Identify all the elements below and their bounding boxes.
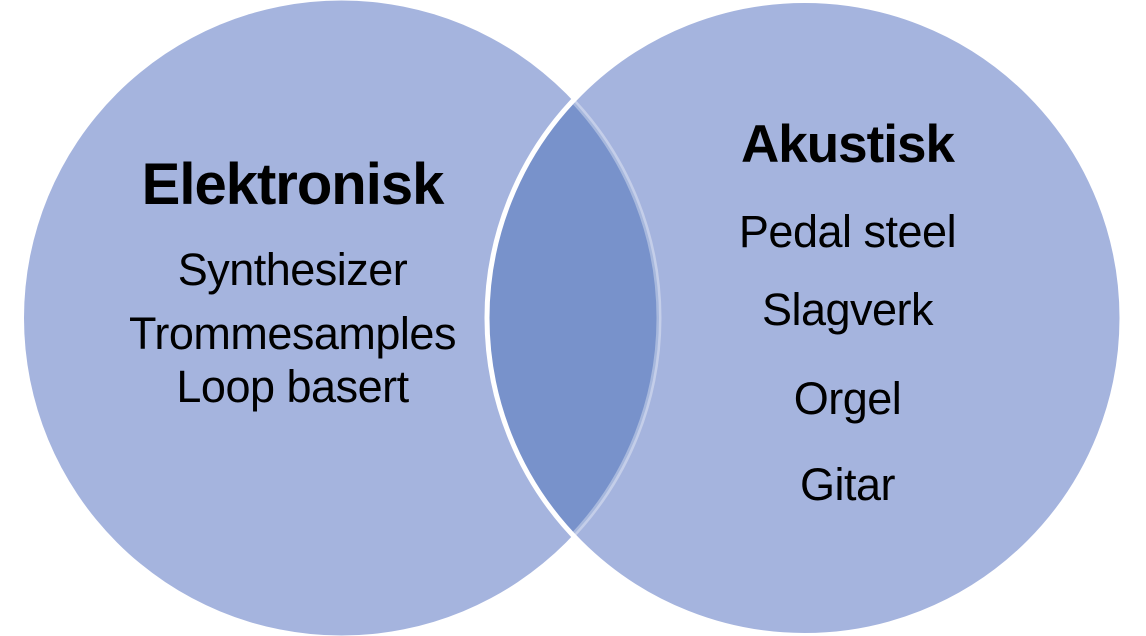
left-circle-item: Trommesamples: [129, 308, 456, 359]
right-circle-text-group: Akustisk Pedal steel Slagverk Orgel Gita…: [585, 0, 1110, 636]
left-circle-faint-edge: [487, 0, 662, 636]
left-circle-title: Elektronisk: [141, 152, 445, 217]
left-circle-item: Loop basert: [176, 361, 409, 412]
right-circle-item: Gitar: [799, 459, 896, 510]
right-circle-item: Slagverk: [761, 284, 934, 335]
left-circle: [24, 0, 659, 636]
right-circle: [487, 0, 1122, 636]
right-circle-item: Pedal steel: [738, 206, 957, 257]
left-circle-item: Synthesizer: [177, 244, 408, 295]
right-circle-title: Akustisk: [741, 115, 955, 174]
right-circle-item: Orgel: [793, 373, 902, 424]
left-circle-text-group: Elektronisk Synthesizer Trommesamples Lo…: [30, 0, 555, 636]
